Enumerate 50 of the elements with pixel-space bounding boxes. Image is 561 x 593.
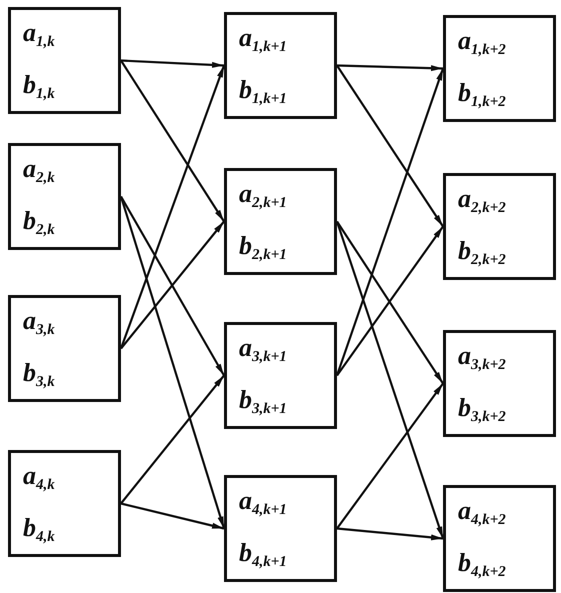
variable-box <box>443 15 556 122</box>
variable-label: b$_{4,k+2}$ <box>458 550 506 580</box>
arrow <box>336 382 444 530</box>
arrow <box>120 196 226 529</box>
variable-label: a$_{3,k}$ <box>23 308 55 338</box>
arrow <box>336 64 444 228</box>
arrow <box>336 527 444 540</box>
arrow <box>336 221 444 539</box>
variable-label: a$_{1,k+1}$ <box>239 25 287 55</box>
variable-box <box>443 330 556 437</box>
arrow <box>336 64 444 72</box>
variable-box <box>443 173 556 280</box>
variable-label: b$_{2,k+1}$ <box>239 233 287 263</box>
variable-box <box>224 12 337 119</box>
variable-box <box>8 295 121 402</box>
arrow <box>120 59 224 68</box>
variable-box <box>224 168 337 275</box>
variable-box <box>224 475 337 582</box>
arrow <box>120 65 226 349</box>
variable-box <box>8 450 121 557</box>
variable-label: a$_{4,k}$ <box>23 463 55 493</box>
variable-label: b$_{4,k}$ <box>23 515 55 545</box>
variable-box <box>8 7 121 114</box>
arrow <box>120 220 225 350</box>
variable-label: b$_{1,k+2}$ <box>458 80 506 110</box>
variable-label: b$_{1,k}$ <box>23 72 55 102</box>
variable-label: b$_{2,k+2}$ <box>458 238 506 268</box>
variable-label: a$_{4,k+1}$ <box>239 488 287 518</box>
variable-label: a$_{1,k+2}$ <box>458 28 506 58</box>
variable-label: b$_{3,k}$ <box>23 360 55 390</box>
arrow <box>120 196 225 376</box>
variable-label: a$_{1,k}$ <box>23 20 55 50</box>
variable-label: b$_{2,k}$ <box>23 208 55 238</box>
arrow <box>336 68 444 376</box>
variable-label: b$_{3,k+2}$ <box>458 395 506 425</box>
variable-label: a$_{4,k+2}$ <box>458 498 506 528</box>
variable-label: a$_{3,k+2}$ <box>458 343 506 373</box>
variable-box <box>8 143 121 250</box>
arrow <box>120 374 225 504</box>
variable-label: a$_{2,k+2}$ <box>458 186 506 216</box>
variable-box <box>443 485 556 592</box>
variable-label: a$_{2,k}$ <box>23 156 55 186</box>
arrow <box>120 60 225 222</box>
variable-label: a$_{3,k+1}$ <box>239 335 287 365</box>
variable-label: b$_{1,k+1}$ <box>239 77 287 107</box>
variable-label: b$_{3,k+1}$ <box>239 387 287 417</box>
arrow <box>120 502 224 530</box>
variable-label: b$_{4,k+1}$ <box>239 540 287 570</box>
variable-label: a$_{2,k+1}$ <box>239 181 287 211</box>
variable-box <box>224 322 337 429</box>
